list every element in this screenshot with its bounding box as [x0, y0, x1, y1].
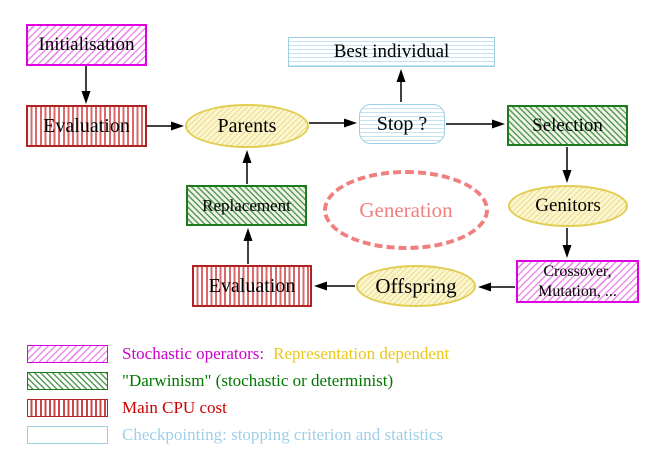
node-offspring: Offspring: [356, 265, 476, 307]
arrow-stop-to-best-individual: [396, 69, 406, 102]
arrow-initialisation-to-evaluation: [81, 66, 91, 104]
legend-label-representation: Representation dependent: [273, 344, 450, 363]
arrow-genitors-to-crossover: [562, 228, 572, 258]
crossover-line2: Mutation, ...: [538, 282, 617, 300]
legend-label-stochastic: Stochastic operators:: [122, 344, 265, 363]
legend-row-stochastic-operators: Stochastic operators: Representation depe…: [27, 344, 450, 363]
legend-row-cpu-cost: Main CPU cost: [27, 398, 227, 417]
arrow-crossover-to-offspring: [478, 282, 515, 292]
node-best-individual: Best individual: [288, 37, 495, 67]
legend-swatch-red-stripes: [27, 399, 108, 417]
legend-row-checkpointing: Checkpointing: stopping criterion and st…: [27, 425, 444, 444]
node-genitors: Genitors: [508, 185, 628, 227]
node-crossover-mutation: Crossover, Mutation, ...: [516, 260, 639, 303]
legend-swatch-magenta-hatch: [27, 345, 108, 363]
arrow-parents-to-stop: [309, 118, 357, 128]
node-evaluation-bottom: Evaluation: [192, 265, 312, 307]
node-selection: Selection: [507, 105, 628, 146]
crossover-line1: Crossover,: [543, 262, 612, 280]
arrow-stop-to-selection: [446, 119, 505, 129]
node-parents: Parents: [185, 104, 309, 148]
arrow-replacement-to-parents: [242, 150, 252, 184]
node-stop-condition: Stop ?: [359, 104, 445, 144]
legend-label-darwinism: "Darwinism" (stochastic or determinist): [122, 371, 394, 390]
node-initialisation: Initialisation: [26, 24, 147, 66]
legend-label-cpu-cost: Main CPU cost: [122, 398, 227, 417]
arrow-selection-to-genitors: [562, 147, 572, 183]
arrow-offspring-to-evaluation: [314, 281, 355, 291]
node-evaluation-top: Evaluation: [26, 105, 147, 147]
legend-row-darwinism: "Darwinism" (stochastic or determinist): [27, 371, 394, 390]
arrow-evaluation-to-parents: [147, 121, 184, 131]
legend-swatch-green-hatch: [27, 372, 108, 390]
legend-swatch-cyan-stripes: [27, 426, 108, 444]
node-replacement: Replacement: [186, 185, 307, 226]
node-generation-loop: Generation: [323, 170, 489, 250]
legend-label-checkpointing: Checkpointing: stopping criterion and st…: [122, 425, 444, 444]
arrow-evaluation-to-replacement: [243, 228, 253, 264]
